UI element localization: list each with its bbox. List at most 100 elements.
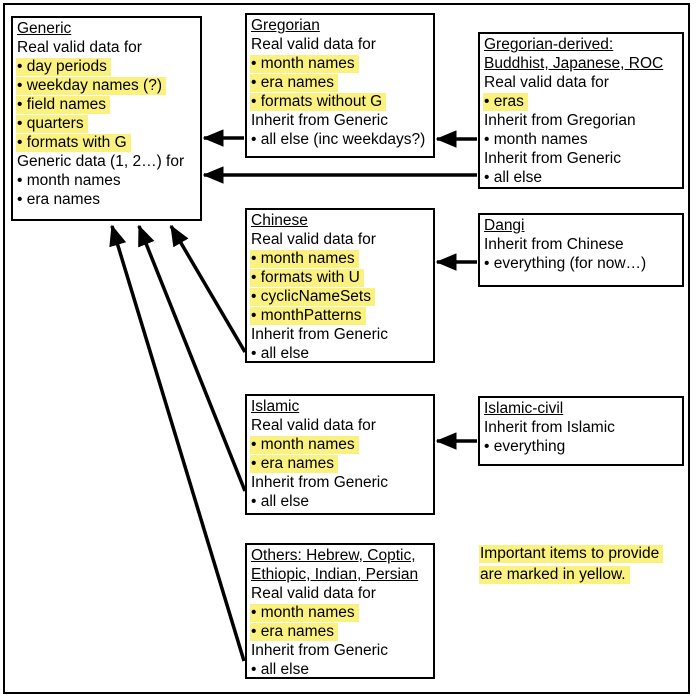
text-line: • everything <box>483 437 682 456</box>
plain-text: Dangi <box>484 217 525 234</box>
plain-text: • all else <box>484 169 542 186</box>
text-line: • era names <box>250 454 433 473</box>
plain-text: • all else (inc weekdays?) <box>251 131 426 148</box>
text-line: • cyclicNameSets <box>250 287 433 306</box>
plain-text: Inherit from Generic <box>251 474 388 491</box>
text-line: • all else (inc weekdays?) <box>250 130 433 149</box>
text-line: • day periods <box>16 57 200 76</box>
text-line: Real valid data for <box>250 230 433 249</box>
text-line: • quarters <box>16 114 200 133</box>
plain-text: Islamic-civil <box>484 400 564 417</box>
plain-text: Real valid data for <box>484 74 609 91</box>
box-gregorian-derived: Gregorian-derived: Buddhist, Japanese, RO… <box>478 32 684 189</box>
plain-text: Inherit from Gregorian <box>484 112 636 129</box>
text-line: • all else <box>483 168 682 187</box>
text-line: Real valid data for <box>250 35 433 54</box>
plain-text: Real valid data for <box>251 36 376 53</box>
highlighted-text: • formats with G <box>16 134 131 152</box>
text-line: Important items to provide <box>479 543 664 564</box>
text-line: • monthPatterns <box>250 306 433 325</box>
plain-text: Others: Hebrew, Coptic, <box>251 547 416 564</box>
text-line: Buddhist, Japanese, ROC <box>483 54 682 73</box>
text-line: Gregorian-derived: <box>483 35 682 54</box>
text-line: • all else <box>250 660 433 679</box>
plain-text: • all else <box>251 493 309 510</box>
text-line: are marked in yellow. <box>479 564 663 585</box>
highlighted-text: • field names <box>16 96 110 114</box>
text-line: Generic <box>16 19 200 38</box>
highlighted-text: • monthPatterns <box>250 307 366 325</box>
text-line: • month names <box>483 130 682 149</box>
arrow-others-to-generic <box>109 224 246 662</box>
text-line: Islamic <box>250 397 433 416</box>
arrow-chinese-to-generic <box>169 224 247 353</box>
text-line: • field names <box>16 95 200 114</box>
highlighted-text: • formats without G <box>250 93 387 111</box>
highlighted-text: • quarters <box>16 115 88 133</box>
text-line: Inherit from Generic <box>250 111 433 130</box>
text-line: • weekday names (?) <box>16 76 200 95</box>
text-line: • everything (for now…) <box>483 254 682 273</box>
plain-text: Real valid data for <box>17 39 142 56</box>
text-line: • era names <box>250 73 433 92</box>
plain-text: Generic <box>17 20 72 37</box>
highlighted-text: • cyclicNameSets <box>250 288 375 306</box>
plain-text: • month names <box>17 172 121 189</box>
plain-text: • era names <box>17 191 100 208</box>
highlighted-text: • era names <box>250 623 338 641</box>
text-line: Islamic-civil <box>483 399 682 418</box>
plain-text: • all else <box>251 345 309 362</box>
plain-text: Inherit from Generic <box>251 642 388 659</box>
highlighted-text: • month names <box>250 250 359 268</box>
text-line: Inherit from Generic <box>250 325 433 344</box>
text-line: • eras <box>483 92 682 111</box>
text-line: Dangi <box>483 216 682 235</box>
plain-text: Chinese <box>251 212 308 229</box>
plain-text: Gregorian-derived: <box>484 36 614 53</box>
text-line: Real valid data for <box>16 38 200 57</box>
text-line: • formats without G <box>250 92 433 111</box>
highlighted-text: • month names <box>250 55 359 73</box>
plain-text: Real valid data for <box>251 231 376 248</box>
text-line: • month names <box>250 249 433 268</box>
plain-text: Gregorian <box>251 17 320 34</box>
highlighted-text: • weekday names (?) <box>16 77 166 95</box>
text-line: Real valid data for <box>250 416 433 435</box>
plain-text: Islamic <box>251 398 300 415</box>
highlighted-text: • era names <box>250 455 338 473</box>
highlighted-text: • eras <box>483 93 528 111</box>
text-line: Real valid data for <box>250 584 433 603</box>
highlighted-text: • day periods <box>16 58 111 76</box>
plain-text: • everything <box>484 438 566 455</box>
highlighted-text: • month names <box>250 436 359 454</box>
text-line: Others: Hebrew, Coptic, <box>250 546 433 565</box>
highlighted-text: are marked in yellow. <box>479 566 630 584</box>
plain-text: Generic data (1, 2…) for <box>17 153 185 170</box>
text-line: • all else <box>250 344 433 363</box>
text-line: Inherit from Gregorian <box>483 111 682 130</box>
text-line: Inherit from Generic <box>250 473 433 492</box>
text-line: Inherit from Chinese <box>483 235 682 254</box>
plain-text: Buddhist, Japanese, ROC <box>484 55 664 72</box>
text-line: Inherit from Islamic <box>483 418 682 437</box>
plain-text: Real valid data for <box>251 417 376 434</box>
plain-text: Inherit from Chinese <box>484 236 624 253</box>
plain-text: • month names <box>484 131 588 148</box>
text-line: • era names <box>250 622 433 641</box>
text-line: • month names <box>16 171 200 190</box>
box-others: Others: Hebrew, Coptic,Ethiopic, Indian,… <box>245 543 435 679</box>
plain-text: Inherit from Generic <box>251 112 388 129</box>
highlighted-text: • month names <box>250 604 359 622</box>
text-line: • month names <box>250 435 433 454</box>
arrow-islamic-to-generic <box>137 224 247 492</box>
plain-text: Real valid data for <box>251 585 376 602</box>
highlighted-text: Important items to provide <box>479 545 664 563</box>
highlighted-text: • era names <box>250 74 338 92</box>
